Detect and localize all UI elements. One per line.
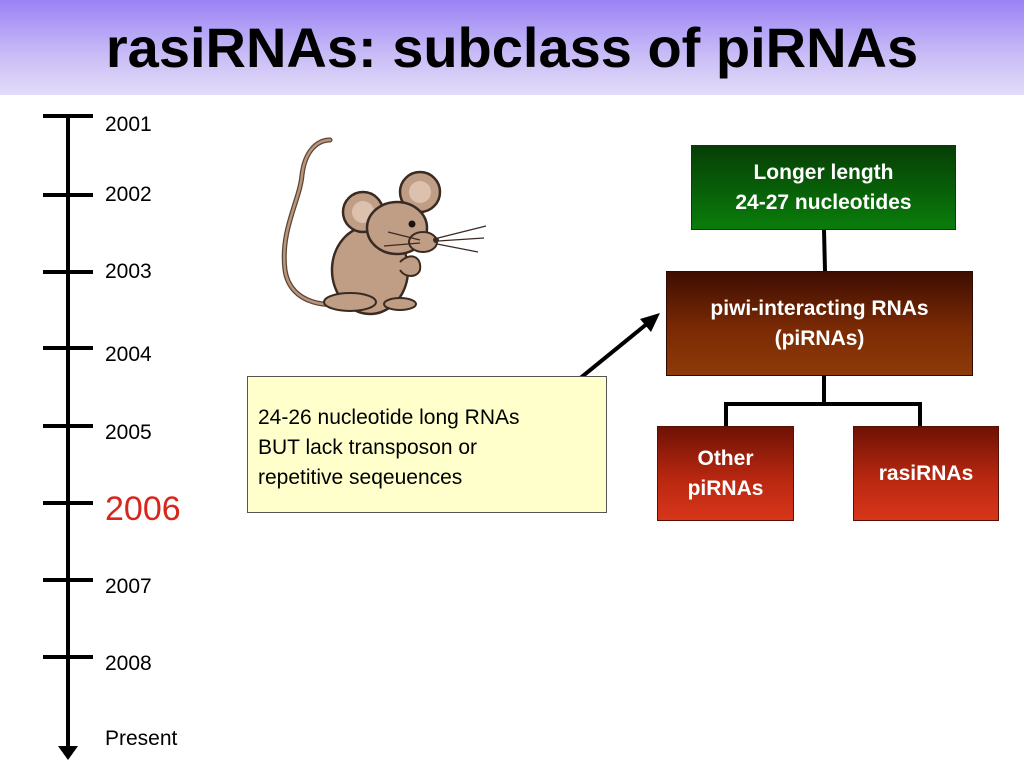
pirnas-line1: piwi-interacting RNAs [710, 296, 929, 320]
timeline-label-2008: 2008 [105, 652, 152, 675]
rasirnas-label: rasiRNAs [878, 461, 974, 485]
timeline-label-2003: 2003 [105, 260, 152, 283]
longer-length-line2: 24-27 nucleotides [735, 190, 912, 214]
note-line2: BUT lack transposon or [258, 436, 478, 459]
longer-length-line1: Longer length [753, 160, 894, 184]
rasirnas-box: rasiRNAs [853, 426, 999, 521]
other-pirnas-line1: Other [697, 446, 754, 470]
note-line3: repetitive seqeuences [258, 466, 463, 489]
longer-length-box: Longer length 24-27 nucleotides [691, 145, 956, 230]
note-line1: 24-26 nucleotide long RNAs [258, 406, 520, 429]
slide-title: rasiRNAs: subclass of piRNAs [105, 16, 919, 79]
timeline-label-2004: 2004 [105, 343, 152, 366]
pirnas-line2: (piRNAs) [774, 326, 865, 350]
other-pirnas-line2: piRNAs [687, 476, 764, 500]
timeline-label-2002: 2002 [105, 183, 152, 206]
note-box: 24-26 nucleotide long RNAs BUT lack tran… [247, 376, 607, 513]
title-bar [0, 0, 1024, 95]
timeline-label-2007: 2007 [105, 575, 152, 598]
other-pirnas-box: Other piRNAs [657, 426, 794, 521]
pirnas-box: piwi-interacting RNAs (piRNAs) [666, 271, 973, 376]
timeline-label-2001: 2001 [105, 113, 152, 136]
timeline-label-2005: 2005 [105, 421, 152, 444]
timeline-label-2006: 2006 [105, 490, 181, 528]
timeline-label-present: Present [105, 727, 178, 750]
